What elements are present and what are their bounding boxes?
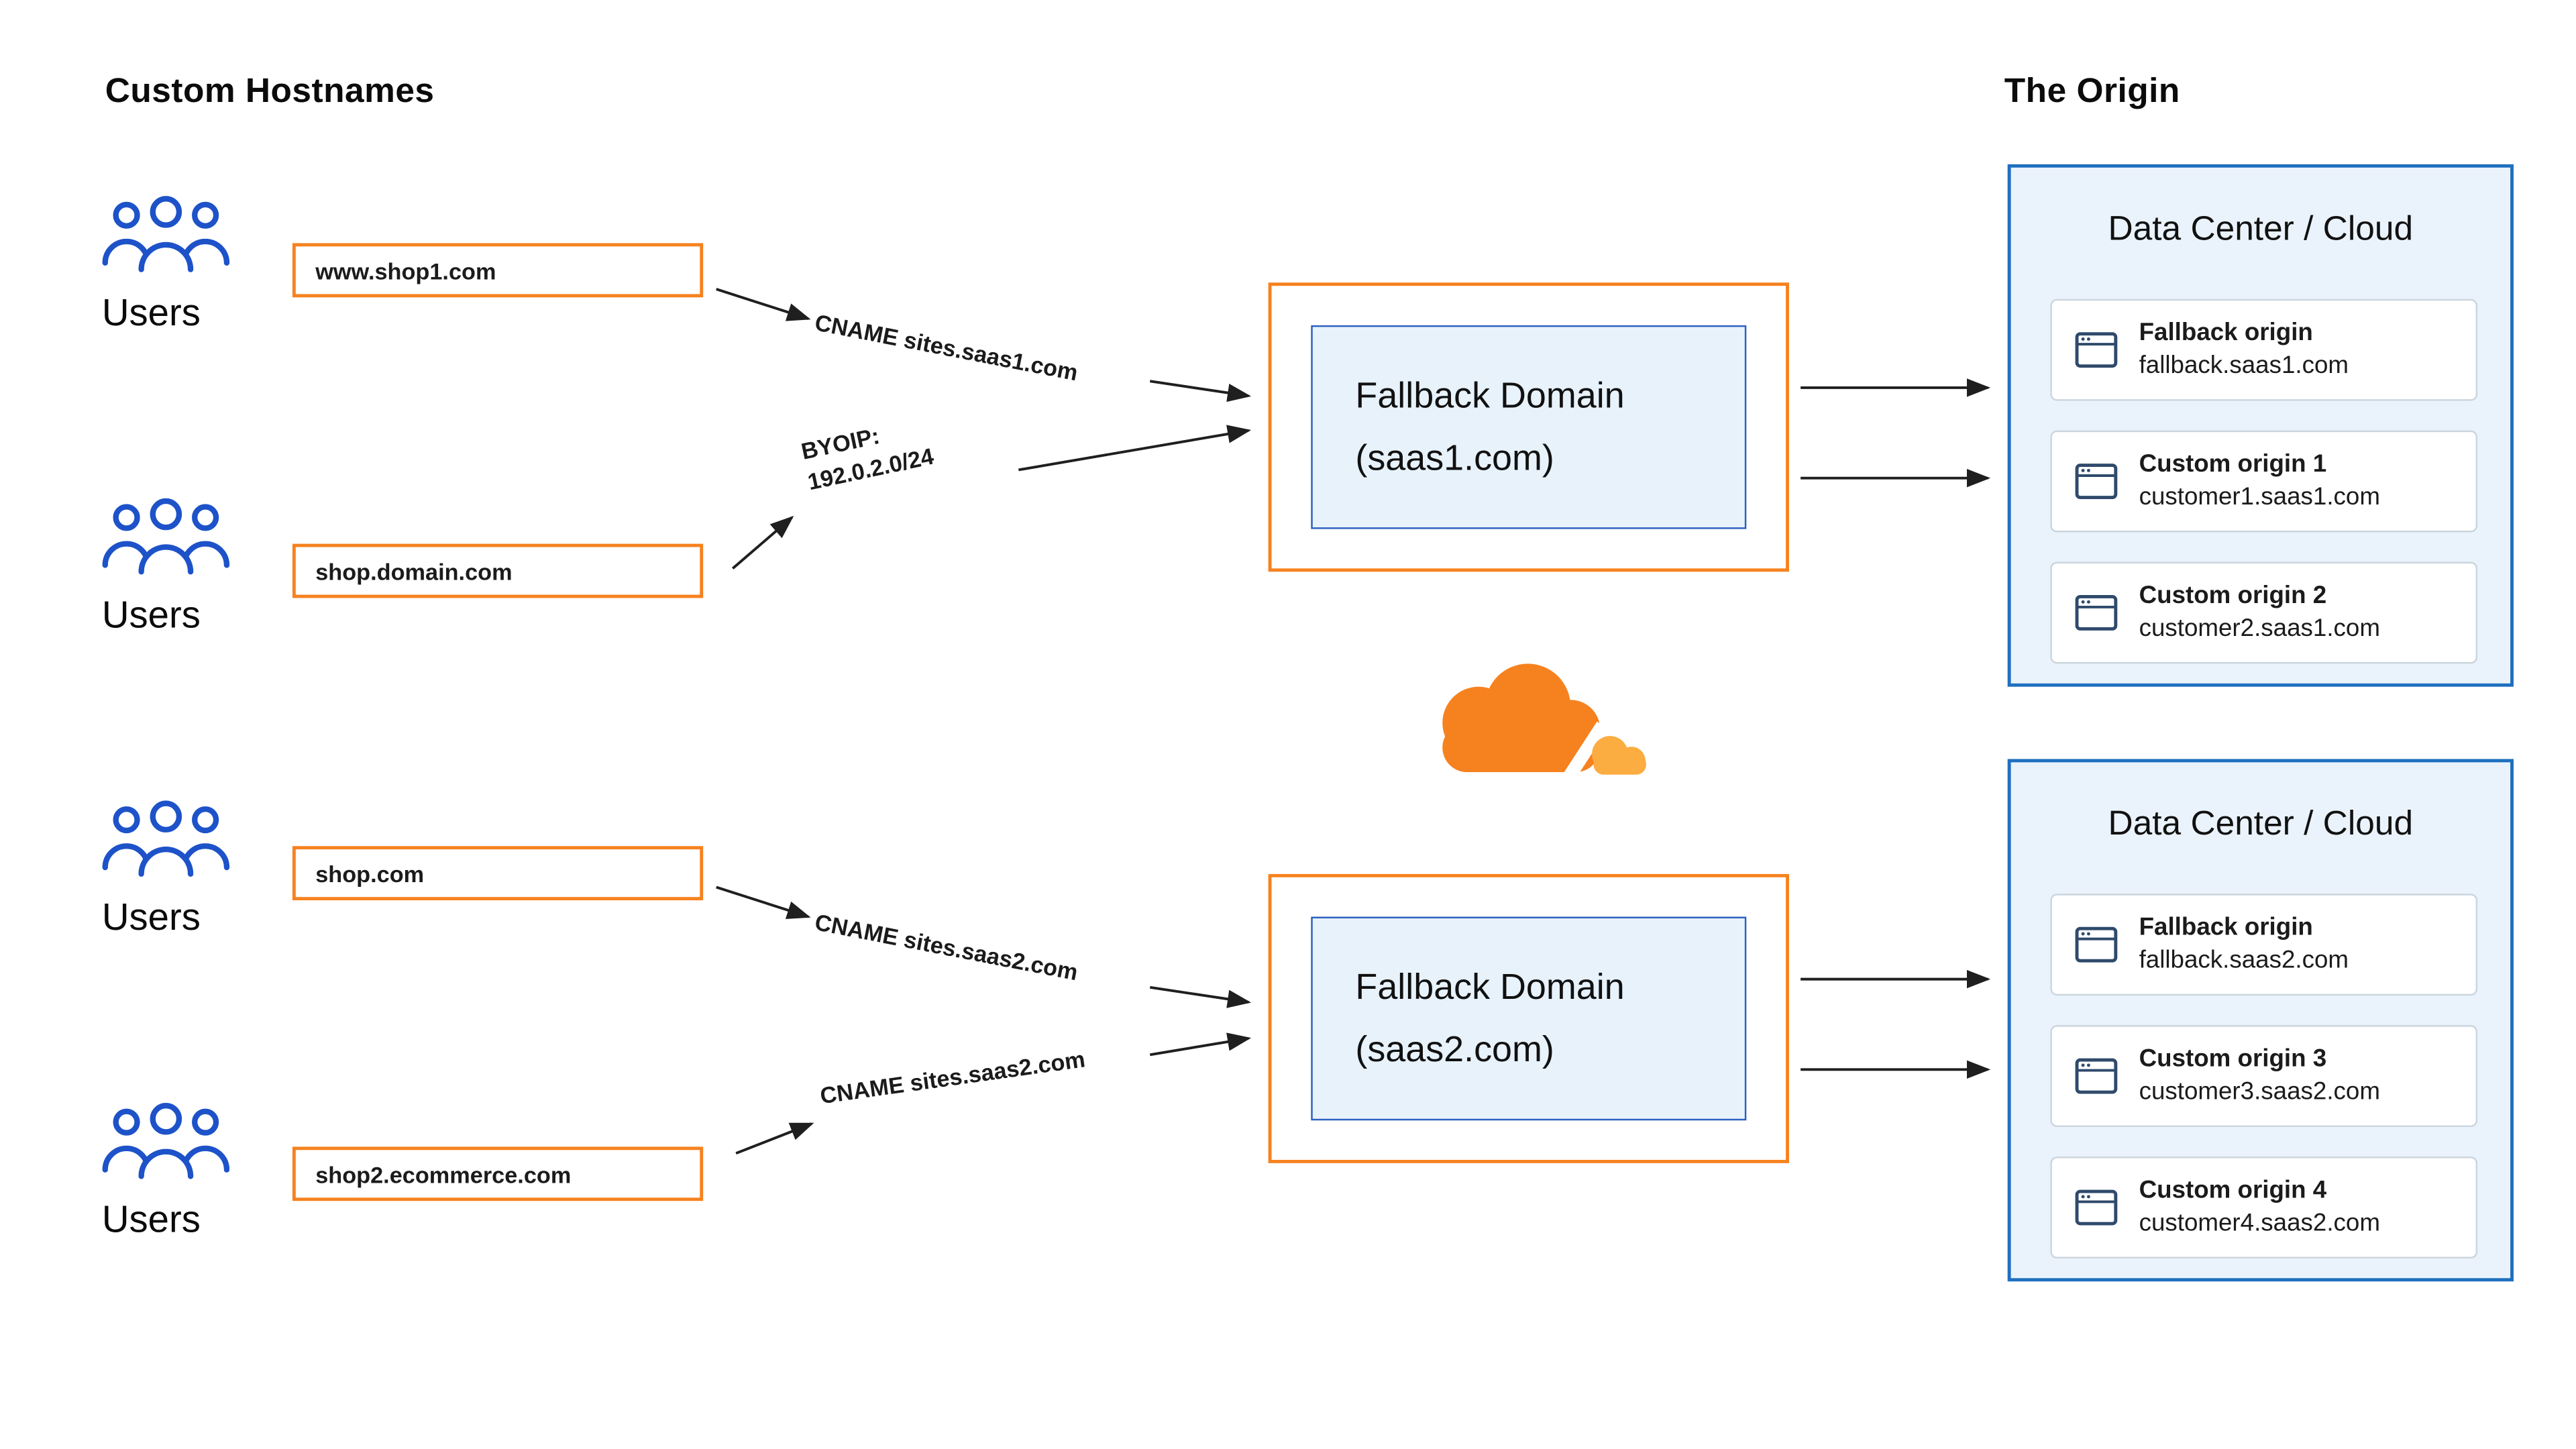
hostname-box: shop.domain.com <box>292 543 704 598</box>
connector-line <box>1150 380 1252 402</box>
browser-window-icon <box>2075 926 2118 963</box>
origin-card: Fallback origin fallback.saas1.com <box>2050 299 2478 401</box>
users-icon <box>102 196 230 272</box>
fallback-domain-subtitle: (saas2.com) <box>1355 1028 1554 1070</box>
browser-window-icon <box>2075 1058 2118 1094</box>
users-label: Users <box>101 895 201 938</box>
hostname-box: www.shop1.com <box>292 243 704 298</box>
fallback-domain-inner: Fallback Domain (saas1.com) <box>1311 325 1747 529</box>
fallback-domain-inner: Fallback Domain (saas2.com) <box>1311 916 1747 1121</box>
browser-window-icon <box>2075 464 2118 500</box>
origin-card: Fallback origin fallback.saas2.com <box>2050 894 2478 996</box>
fallback-domain-title: Fallback Domain <box>1355 966 1625 1008</box>
connector-line <box>716 288 811 321</box>
hostname-text: shop.domain.com <box>315 557 513 584</box>
left-section-title: Custom Hostnames <box>105 72 435 111</box>
origin-card: Custom origin 1 customer1.saas1.com <box>2050 430 2478 533</box>
cloudflare-logo <box>1442 663 1646 787</box>
connector-line <box>1150 985 1252 1008</box>
fallback-domain-subtitle: (saas1.com) <box>1355 437 1554 478</box>
browser-window-icon <box>2075 595 2118 631</box>
connector-line <box>735 1122 814 1155</box>
browser-window-icon <box>2075 332 2118 368</box>
fallback-domain-box-1: Fallback Domain (saas1.com) <box>1268 282 1789 572</box>
origin-host: fallback.saas1.com <box>2139 352 2349 380</box>
datacenter-panel-2: Data Center / Cloud Fallback origin fall… <box>2007 759 2514 1282</box>
datacenter-title: Data Center / Cloud <box>2108 805 2414 843</box>
hostname-box: shop2.ecommerce.com <box>292 1146 704 1201</box>
connector-line <box>716 885 811 920</box>
users-label: Users <box>101 1197 201 1240</box>
origin-name: Custom origin 3 <box>2139 1044 2327 1073</box>
hostname-text: www.shop1.com <box>315 257 496 284</box>
origin-host: customer4.saas2.com <box>2139 1209 2380 1238</box>
user-group-1: Users <box>102 194 266 335</box>
origin-name: Fallback origin <box>2139 913 2313 942</box>
origin-host: customer3.saas2.com <box>2139 1077 2380 1106</box>
origin-name: Fallback origin <box>2139 319 2313 347</box>
origin-name: Custom origin 1 <box>2139 450 2327 478</box>
users-icon <box>102 800 230 877</box>
origin-host: customer1.saas1.com <box>2139 483 2380 511</box>
users-label: Users <box>101 593 201 636</box>
right-section-title: The Origin <box>2004 72 2180 111</box>
origin-name: Custom origin 2 <box>2139 581 2327 610</box>
connector-line <box>1149 1032 1252 1057</box>
origin-card: Custom origin 4 customer4.saas2.com <box>2050 1157 2478 1258</box>
origin-host: customer2.saas1.com <box>2139 614 2380 643</box>
origin-host: fallback.saas2.com <box>2139 946 2349 975</box>
user-group-3: Users <box>102 798 266 940</box>
user-group-4: Users <box>102 1101 266 1242</box>
connector-line <box>1018 425 1252 472</box>
users-icon <box>102 498 230 575</box>
origin-card: Custom origin 3 customer3.saas2.com <box>2050 1025 2478 1128</box>
hostname-text: shop.com <box>315 860 425 887</box>
hostname-text: shop2.ecommerce.com <box>315 1161 572 1187</box>
datacenter-title: Data Center / Cloud <box>2108 210 2414 248</box>
fallback-domain-title: Fallback Domain <box>1355 374 1625 416</box>
user-group-2: Users <box>102 496 266 638</box>
users-icon <box>102 1103 230 1179</box>
origin-name: Custom origin 4 <box>2139 1176 2327 1205</box>
datacenter-panel-1: Data Center / Cloud Fallback origin fall… <box>2007 164 2514 687</box>
fallback-domain-box-2: Fallback Domain (saas2.com) <box>1268 873 1789 1163</box>
hostname-box: shop.com <box>292 846 704 901</box>
origin-card: Custom origin 2 customer2.saas1.com <box>2050 561 2478 664</box>
connector-line <box>731 515 794 570</box>
users-label: Users <box>101 290 201 334</box>
browser-window-icon <box>2075 1189 2118 1226</box>
